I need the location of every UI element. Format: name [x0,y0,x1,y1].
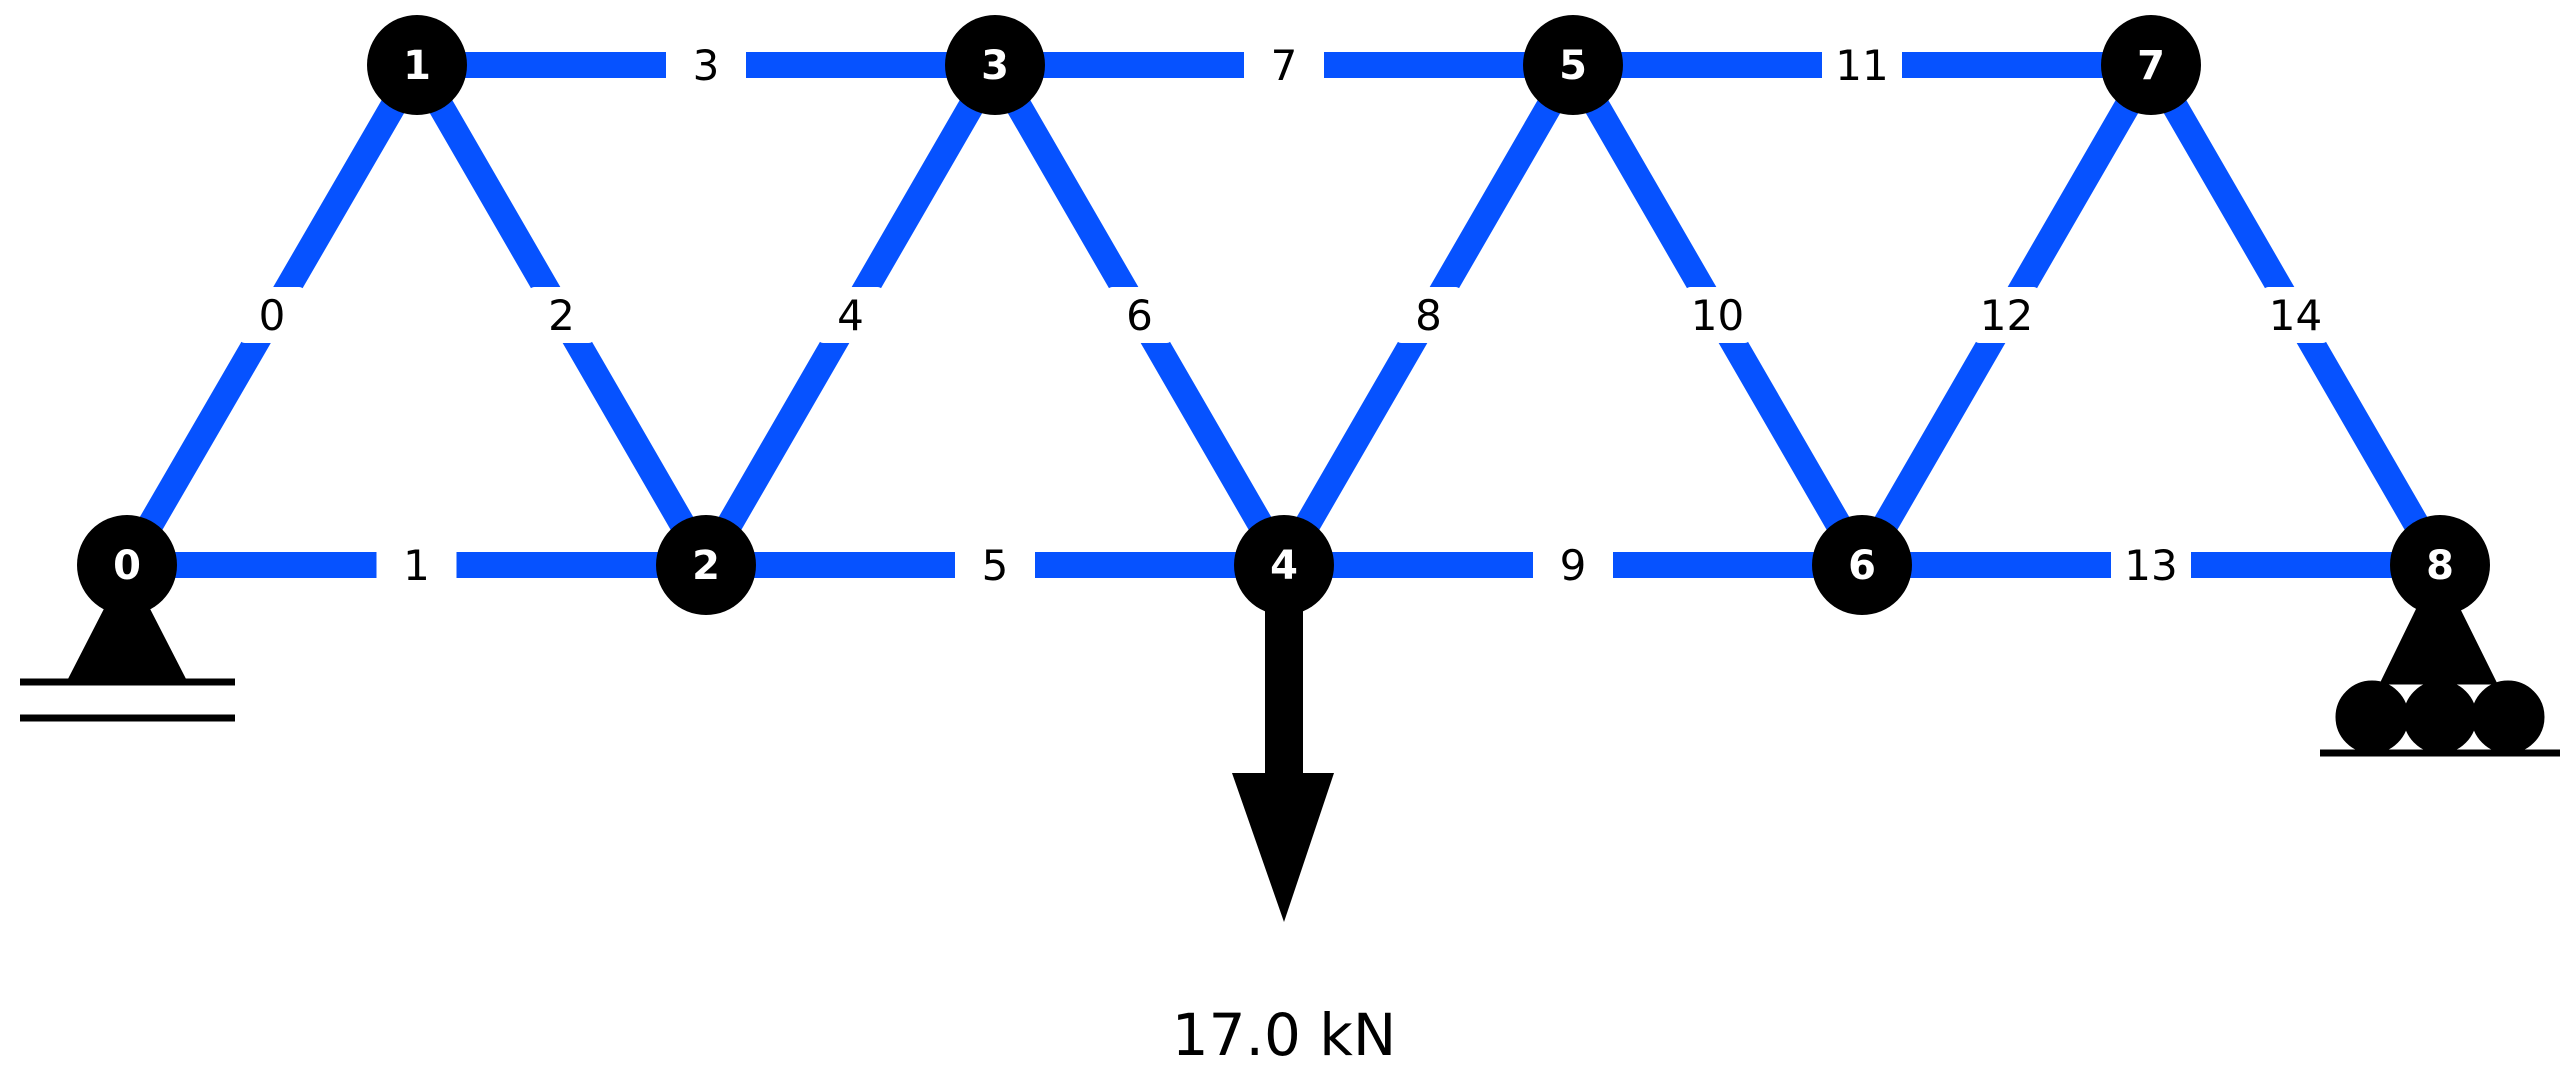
member-label-box [376,535,457,595]
node-circle [77,515,177,615]
member-label-text: 6 [1126,291,1153,340]
member-label-box [1106,287,1173,343]
node-8: 8 [2390,515,2490,615]
member-label-box [1973,287,2040,343]
node-label: 0 [113,543,141,589]
node-label: 4 [1270,543,1298,589]
member-label-text: 4 [837,291,864,340]
node-circle [945,15,1045,115]
roller-wheel-left [2335,680,2409,754]
member-label-text: 7 [1271,41,1298,90]
load-label: 17.0 kN [1172,1001,1397,1069]
members-layer [115,52,2452,578]
roller-wheel-right [2471,680,2545,754]
member-label-text: 8 [1415,291,1442,340]
member-label-8: 8 [1395,287,1462,343]
node-label: 2 [692,543,720,589]
member-label-box [817,287,884,343]
node-circle [1812,515,1912,615]
member-label-0: 0 [239,287,305,343]
member-label-box [1244,35,1324,95]
node-7: 7 [2101,15,2201,115]
member-label-box [666,35,746,95]
supports-layer [20,563,2560,757]
member-label-text: 12 [1980,291,2033,340]
member-label-text: 10 [1691,291,1744,340]
load-layer: 17.0 kN [1172,590,1397,1069]
member-label-text: 2 [548,291,575,340]
member-label-13: 13 [2111,535,2191,595]
member-label-text: 9 [1560,541,1587,590]
node-4: 4 [1234,515,1334,615]
node-2: 2 [656,515,756,615]
node-label: 6 [1848,543,1876,589]
member-label-text: 3 [693,41,720,90]
member-label-6: 6 [1106,287,1173,343]
member-label-box [955,535,1035,595]
member-label-box [1395,287,1462,343]
node-circle [2390,515,2490,615]
member-label-text: 1 [403,541,430,590]
member-label-12: 12 [1973,287,2040,343]
node-6: 6 [1812,515,1912,615]
member-label-box [1684,287,1751,343]
member-label-2: 2 [528,287,595,343]
roller-support [2320,563,2560,757]
member-label-box [2262,287,2329,343]
node-label: 8 [2426,543,2454,589]
member-label-3: 3 [666,35,746,95]
member-label-box [1533,535,1613,595]
member-label-5: 5 [955,535,1035,595]
member-label-box [1822,35,1902,95]
node-circle [656,515,756,615]
node-label: 7 [2137,43,2165,89]
member-label-11: 11 [1822,35,1902,95]
member-label-text: 5 [982,541,1009,590]
member-label-4: 4 [817,287,884,343]
pin-support [20,563,235,722]
load-arrow-shaft [1265,590,1303,775]
member-label-1: 1 [376,535,457,595]
member-label-box [528,287,595,343]
member-label-text: 11 [1835,41,1888,90]
node-0: 0 [77,515,177,615]
member-label-text: 0 [259,291,286,340]
node-label: 3 [981,43,1009,89]
member-label-box [2111,535,2191,595]
node-label: 5 [1559,43,1587,89]
node-circle [2101,15,2201,115]
member-label-7: 7 [1244,35,1324,95]
member-label-10: 10 [1684,287,1751,343]
member-label-box [239,287,305,343]
node-circle [1523,15,1623,115]
roller-wheel-middle [2403,680,2477,754]
member-label-9: 9 [1533,535,1613,595]
member-label-text: 13 [2124,541,2177,590]
node-circle [1234,515,1334,615]
node-1: 1 [367,15,467,115]
node-circle [367,15,467,115]
member-label-14: 14 [2262,287,2329,343]
node-5: 5 [1523,15,1623,115]
load-arrow-head [1232,773,1334,922]
node-3: 3 [945,15,1045,115]
member-label-text: 14 [2269,291,2322,340]
node-label: 1 [403,43,431,89]
